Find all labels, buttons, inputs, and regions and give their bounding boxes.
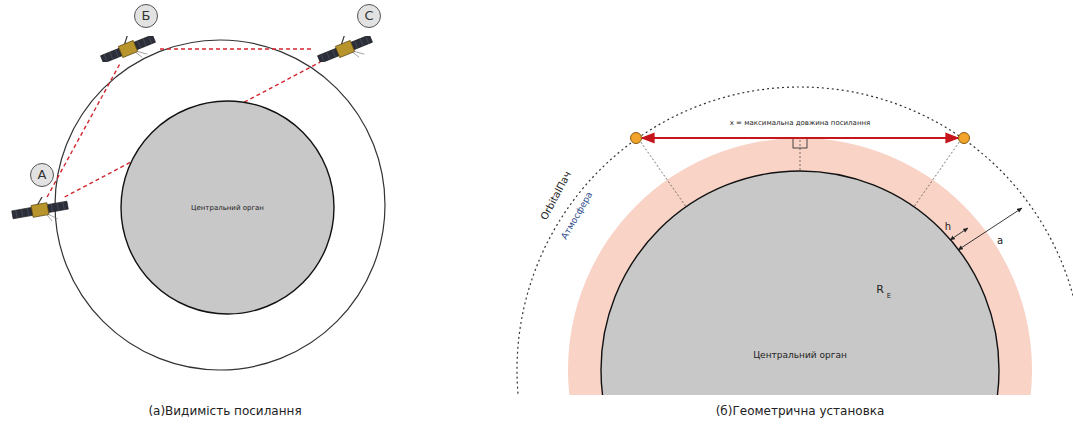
orbit-circle xyxy=(55,40,385,370)
max-link-arrow xyxy=(642,137,958,139)
satellite-dot xyxy=(631,133,642,144)
dimension-label: a xyxy=(997,235,1003,246)
satellite-letter: С xyxy=(357,4,381,28)
satellite-letter: А xyxy=(30,163,54,187)
dimension-label: x = максимальна довжина посилання xyxy=(728,120,873,128)
body-label: Центральний орган xyxy=(191,204,264,212)
central-body: Центральний орган xyxy=(120,100,335,315)
dimension-label: E xyxy=(887,293,891,301)
satellite: С xyxy=(313,36,377,62)
satellite-icon xyxy=(8,197,72,223)
satellite-icon xyxy=(313,36,377,62)
panel-caption: (а)Видимість посилання xyxy=(148,405,301,418)
dimension-label: Атмосфера xyxy=(560,191,595,242)
body-label: Центральний орган xyxy=(753,350,847,360)
satellite-dot xyxy=(959,133,970,144)
atmosphere-band xyxy=(568,138,1032,395)
orbital-path xyxy=(517,87,1073,395)
body-circle xyxy=(600,170,1000,395)
satellite: Б xyxy=(96,36,160,62)
satellite-letter: Б xyxy=(134,4,158,28)
central-body: Центральний орган xyxy=(600,170,1000,395)
link-line xyxy=(160,48,313,49)
panel-caption: (б)Геометрична установка xyxy=(716,405,885,418)
satellite-icon xyxy=(96,36,160,62)
link-line xyxy=(47,62,121,197)
dimension-label: OrbitalПач xyxy=(539,169,574,221)
satellite: А xyxy=(8,197,72,223)
dimension-label: h xyxy=(945,221,951,232)
dimension-label: R xyxy=(876,284,884,296)
